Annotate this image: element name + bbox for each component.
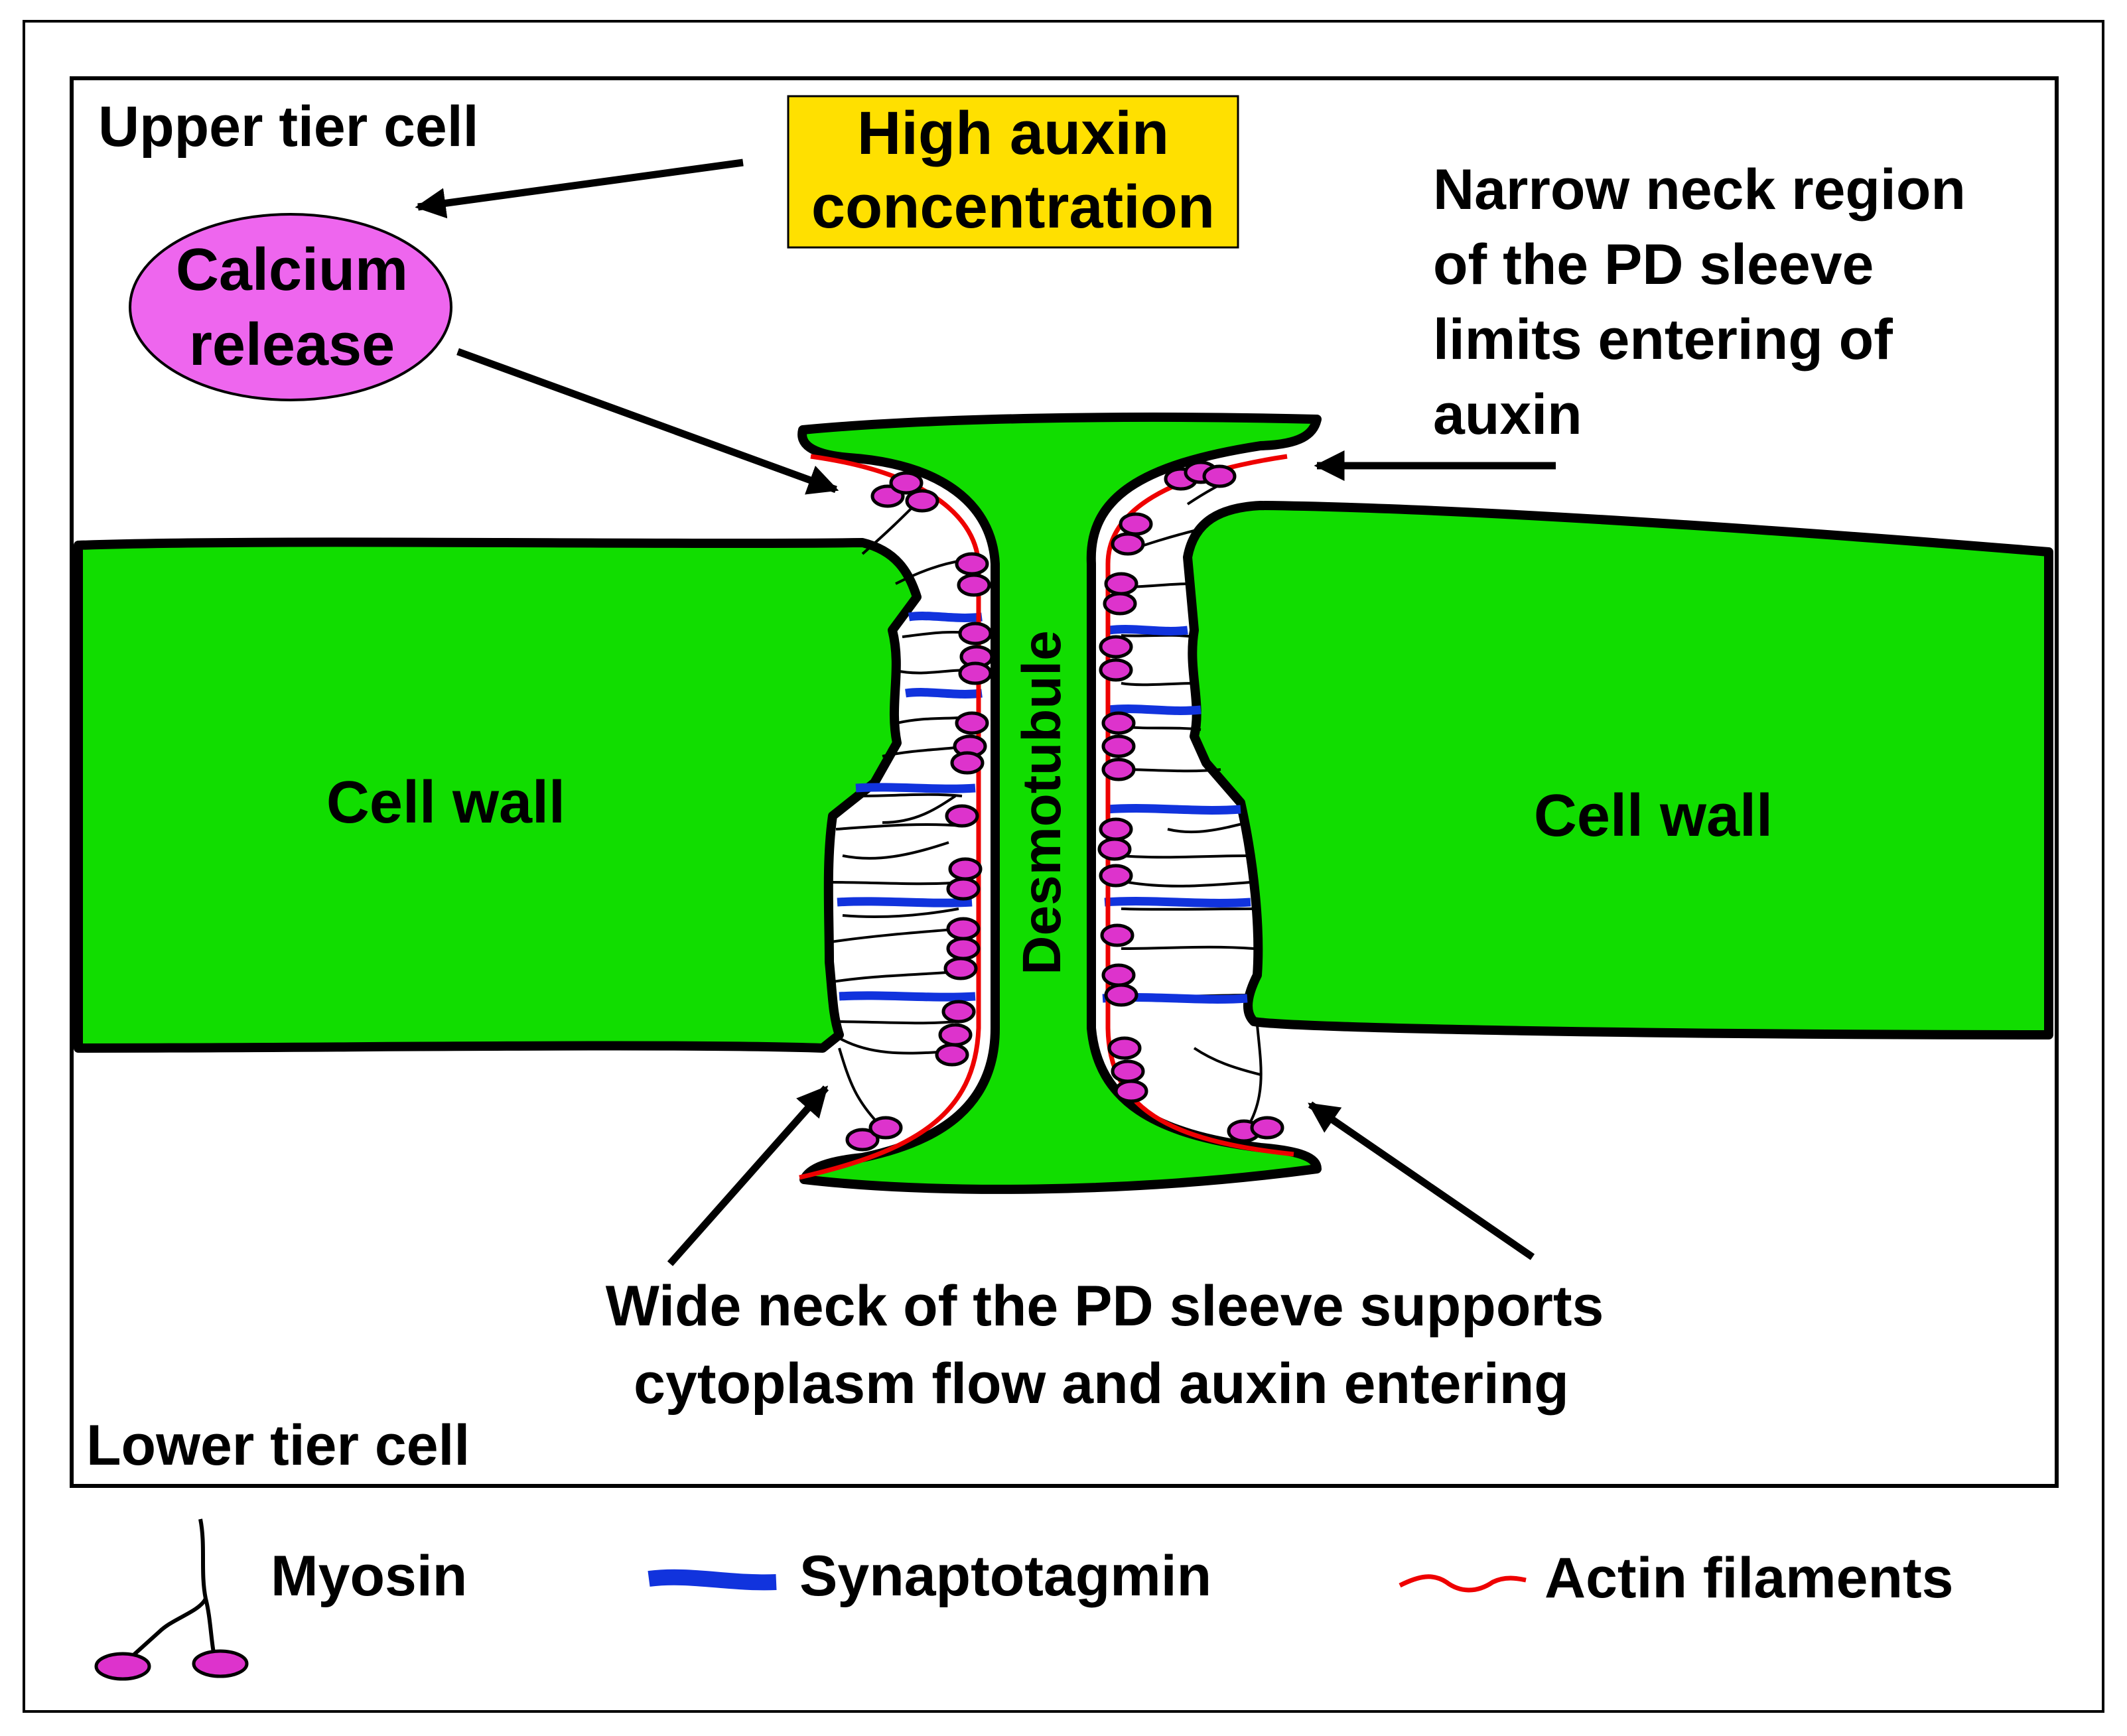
high-auxin-label-1: High auxin xyxy=(857,100,1169,167)
sleeve-strands-left xyxy=(830,503,976,1129)
legend-synaptotagmin-icon xyxy=(648,1569,777,1591)
legend-myosin-icon xyxy=(94,1518,249,1681)
cell-wall-right-shape xyxy=(1183,501,2053,1039)
cell-wall-left-label: Cell wall xyxy=(326,769,565,836)
cell-wall-left-shape xyxy=(74,537,922,1053)
legend-myosin-label: Myosin xyxy=(271,1544,467,1608)
legend: Myosin Synaptotagmin Actin filaments xyxy=(94,1518,1953,1681)
cell-wall-right-label: Cell wall xyxy=(1534,783,1773,849)
calcium-release-ellipse xyxy=(129,213,452,401)
arrow-auxin-to-upper-cell xyxy=(415,159,744,219)
calcium-label-2: release xyxy=(189,312,395,378)
arrow-calcium-to-sleeve xyxy=(456,348,839,495)
arrows xyxy=(415,159,1556,1266)
legend-actin-icon xyxy=(1399,1574,1527,1593)
narrow-neck-label-2: of the PD sleeve xyxy=(1433,233,1874,297)
wide-neck-label-1: Wide neck of the PD sleeve supports xyxy=(606,1274,1604,1338)
narrow-neck-label-3: limits entering of xyxy=(1433,308,1893,371)
upper-tier-cell-label: Upper tier cell xyxy=(98,95,479,159)
wide-neck-label-2: cytoplasm flow and auxin entering xyxy=(634,1352,1569,1416)
narrow-neck-label-4: auxin xyxy=(1433,383,1582,446)
desmotubule-shape xyxy=(797,412,1322,1194)
calcium-label-1: Calcium xyxy=(176,237,408,303)
high-auxin-label-2: concentration xyxy=(811,173,1215,241)
legend-actin-label: Actin filaments xyxy=(1544,1546,1953,1610)
legend-synaptotagmin-label: Synaptotagmin xyxy=(799,1544,1211,1608)
high-auxin-box xyxy=(787,95,1239,249)
narrow-neck-label-1: Narrow neck region xyxy=(1433,158,1966,222)
arrow-wide-neck-left xyxy=(667,1085,829,1266)
lower-tier-cell-label: Lower tier cell xyxy=(86,1414,470,1477)
desmotubule-label: Desmotubule xyxy=(1012,630,1072,974)
arrow-wide-neck-right xyxy=(1308,1101,1535,1260)
